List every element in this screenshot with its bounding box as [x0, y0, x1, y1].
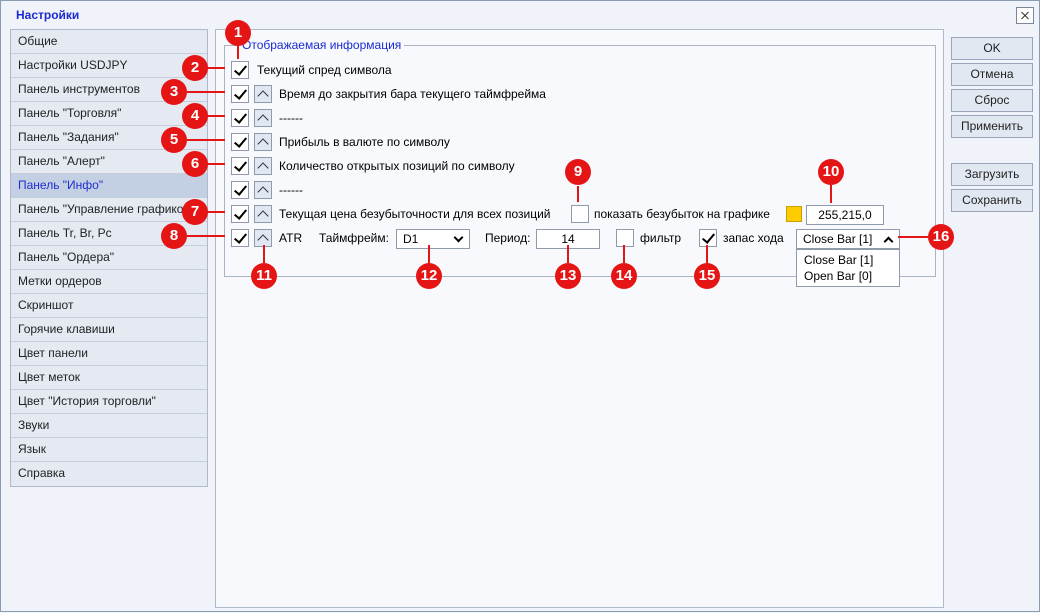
- annotation-badge: 9: [565, 159, 591, 185]
- annotation-badge: 16: [928, 224, 954, 250]
- cancel-button[interactable]: Отмена: [951, 63, 1033, 86]
- positions-checkbox[interactable]: [231, 157, 249, 175]
- window-title: Настройки: [16, 8, 80, 22]
- breakeven-checkbox[interactable]: [231, 205, 249, 223]
- reserve-checkbox[interactable]: [699, 229, 717, 247]
- load-button[interactable]: Загрузить: [951, 163, 1033, 186]
- chevron-up-icon: [883, 236, 894, 247]
- sidebar-item-help[interactable]: Справка: [11, 462, 207, 486]
- timeframe-value: D1: [403, 232, 419, 246]
- sidebar-item-sounds[interactable]: Звуки: [11, 414, 207, 438]
- annotation-badge: 11: [251, 263, 277, 289]
- bar-close-checkbox[interactable]: [231, 85, 249, 103]
- period-field[interactable]: 14: [536, 229, 600, 249]
- annotation-badge: 2: [182, 55, 208, 81]
- sidebar-item-orders-panel[interactable]: Панель "Ордера": [11, 246, 207, 270]
- bar-dropdown-list: Close Bar [1] Open Bar [0]: [796, 249, 900, 287]
- apply-button[interactable]: Применить: [951, 115, 1033, 138]
- timeframe-select[interactable]: D1: [396, 229, 470, 249]
- profit-checkbox[interactable]: [231, 133, 249, 151]
- annotation-badge: 5: [161, 127, 187, 153]
- reset-button[interactable]: Сброс: [951, 89, 1033, 112]
- separator1-label: ------: [279, 111, 303, 125]
- profit-label: Прибыль в валюте по символу: [279, 135, 450, 149]
- bar-close-label: Время до закрытия бара текущего таймфрей…: [279, 87, 546, 101]
- content-panel: Отображаемая информация Текущий спред си…: [215, 29, 944, 608]
- filter-label: фильтр: [640, 231, 682, 245]
- sidebar-item-trade-panel[interactable]: Панель "Торговля": [11, 102, 207, 126]
- sidebar-item-language[interactable]: Язык: [11, 438, 207, 462]
- titlebar: Настройки: [1, 1, 1039, 29]
- separator1-checkbox[interactable]: [231, 109, 249, 127]
- breakeven-color-field[interactable]: 255,215,0: [806, 205, 884, 225]
- close-icon[interactable]: [1016, 7, 1034, 24]
- sidebar-item-info-panel[interactable]: Панель "Инфо": [11, 174, 207, 198]
- spread-label: Текущий спред символа: [257, 63, 392, 77]
- sidebar-item-alert-panel[interactable]: Панель "Алерт": [11, 150, 207, 174]
- bar-option[interactable]: Open Bar [0]: [804, 269, 873, 283]
- show-breakeven-label: показать безубыток на графике: [594, 207, 770, 221]
- chevron-up-icon[interactable]: [254, 157, 272, 175]
- reserve-label: запас хода: [723, 231, 784, 245]
- sidebar-item-symbol-settings[interactable]: Настройки USDJPY: [11, 54, 207, 78]
- breakeven-label: Текущая цена безубыточности для всех поз…: [279, 207, 551, 221]
- annotation-badge: 8: [161, 223, 187, 249]
- sidebar-item-screenshot[interactable]: Скриншот: [11, 294, 207, 318]
- timeframe-label: Таймфрейм:: [319, 231, 389, 245]
- chevron-down-icon: [453, 232, 464, 243]
- annotation-badge: 15: [694, 263, 720, 289]
- chevron-up-icon[interactable]: [254, 109, 272, 127]
- annotation-badge: 4: [182, 103, 208, 129]
- sidebar-item-order-labels[interactable]: Метки ордеров: [11, 270, 207, 294]
- sidebar-item-chart-control-panel[interactable]: Панель "Управление графиком": [11, 198, 207, 222]
- separator2-label: ------: [279, 183, 303, 197]
- chevron-up-icon[interactable]: [254, 181, 272, 199]
- annotation-badge: 12: [416, 263, 442, 289]
- atr-checkbox[interactable]: [231, 229, 249, 247]
- spread-checkbox[interactable]: [231, 61, 249, 79]
- annotation-badge: 6: [182, 151, 208, 177]
- period-label: Период:: [485, 231, 531, 245]
- display-info-group: Отображаемая информация Текущий спред си…: [224, 38, 936, 287]
- chevron-up-icon[interactable]: [254, 205, 272, 223]
- breakeven-color-swatch[interactable]: [786, 206, 802, 222]
- chevron-up-icon[interactable]: [254, 229, 272, 247]
- chevron-up-icon[interactable]: [254, 133, 272, 151]
- atr-label: ATR: [279, 231, 303, 245]
- positions-label: Количество открытых позиций по символу: [279, 159, 515, 173]
- sidebar-item-history-color[interactable]: Цвет "История торговли": [11, 390, 207, 414]
- show-breakeven-checkbox[interactable]: [571, 205, 589, 223]
- save-button[interactable]: Сохранить: [951, 189, 1033, 212]
- annotation-badge: 7: [182, 199, 208, 225]
- bar-select-value: Close Bar [1]: [803, 232, 873, 246]
- ok-button[interactable]: OK: [951, 37, 1033, 60]
- annotation-badge: 10: [818, 159, 844, 185]
- annotation-badge: 3: [161, 79, 187, 105]
- settings-sidebar: Общие Настройки USDJPY Панель инструмент…: [10, 29, 208, 487]
- sidebar-item-label-color[interactable]: Цвет меток: [11, 366, 207, 390]
- bar-option[interactable]: Close Bar [1]: [804, 253, 874, 267]
- sidebar-item-general[interactable]: Общие: [11, 30, 207, 54]
- sidebar-item-panel-color[interactable]: Цвет панели: [11, 342, 207, 366]
- chevron-up-icon[interactable]: [254, 85, 272, 103]
- sidebar-item-hotkeys[interactable]: Горячие клавиши: [11, 318, 207, 342]
- group-legend: Отображаемая информация: [239, 38, 405, 52]
- filter-checkbox[interactable]: [616, 229, 634, 247]
- separator2-checkbox[interactable]: [231, 181, 249, 199]
- bar-select[interactable]: Close Bar [1]: [796, 229, 900, 249]
- annotation-badge: 1: [225, 20, 251, 46]
- annotation-badge: 14: [611, 263, 637, 289]
- annotation-badge: 13: [555, 263, 581, 289]
